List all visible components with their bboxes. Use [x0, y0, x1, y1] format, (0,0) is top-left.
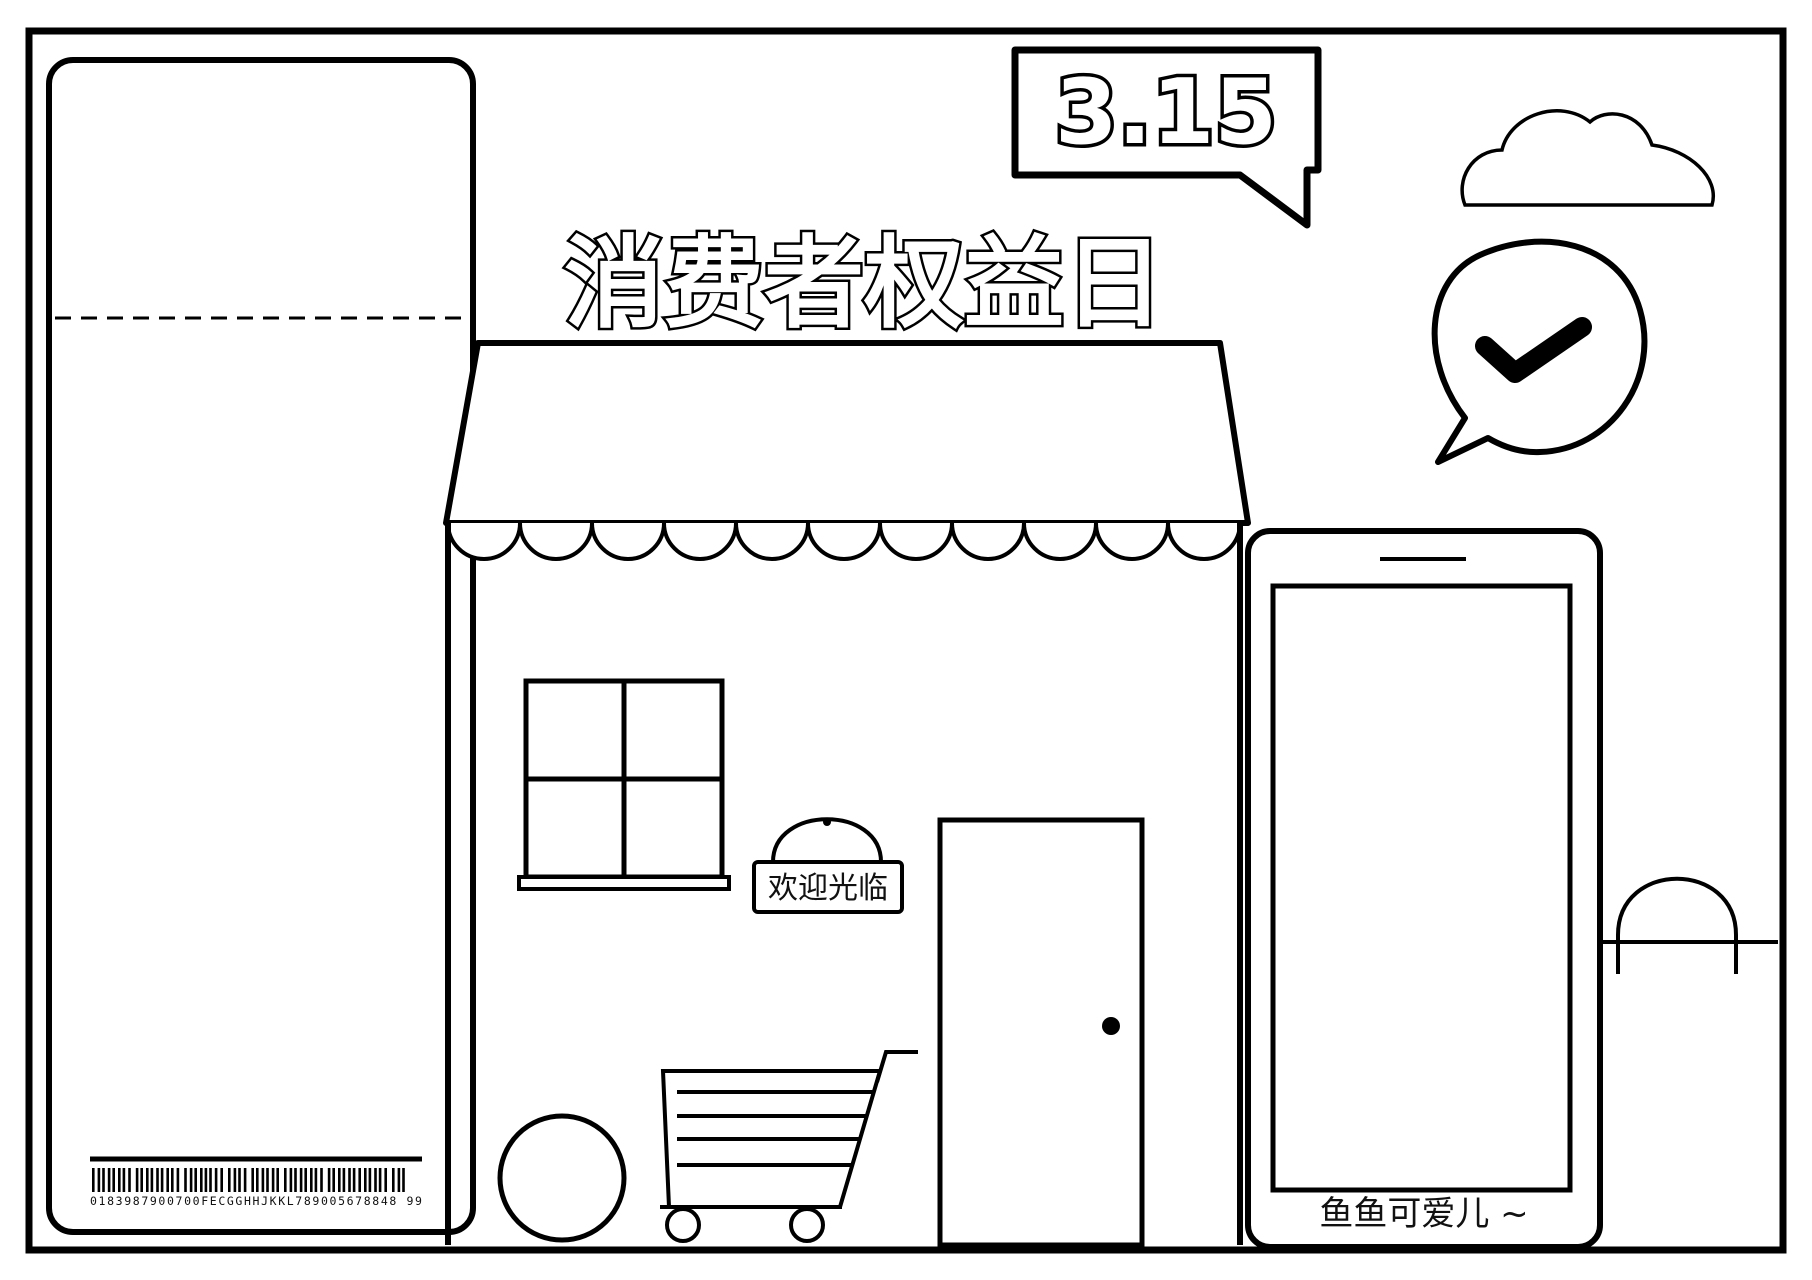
- shop: 欢迎光临: [443, 340, 1251, 1248]
- phone-screen: [1270, 583, 1573, 1193]
- barcode-icon: 0183987900700FECGGHHJKKL789005678848 99: [90, 1156, 422, 1208]
- left-panel: 0183987900700FECGGHHJKKL789005678848 99: [46, 57, 476, 1235]
- awning: [443, 340, 1251, 526]
- phone-icon: 鱼鱼可爱儿 ~: [1245, 528, 1603, 1250]
- title-badge: 3.15: [1011, 46, 1322, 229]
- door-icon: [937, 817, 1145, 1248]
- awning-scallops: [446, 522, 1242, 561]
- outer-border: [25, 27, 1787, 1254]
- headline: 消费者权益日: [564, 225, 1164, 342]
- barcode-digits: 0183987900700FECGGHHJKKL789005678848 99: [90, 1194, 422, 1208]
- shopping-bag-icon: [1600, 876, 1778, 974]
- ball-icon: [497, 1113, 627, 1243]
- cloud-icon: [1460, 109, 1716, 207]
- phone-caption: 鱼鱼可爱儿 ~: [1319, 1194, 1528, 1234]
- door-knob: [1102, 1017, 1120, 1035]
- welcome-sign: 欢迎光临: [752, 817, 904, 914]
- check-bubble-icon: [1431, 238, 1648, 465]
- title-badge-text: 3.15: [1055, 60, 1277, 165]
- speech-bubble-icon: [1011, 46, 1322, 229]
- shopping-cart-icon: [660, 1050, 918, 1243]
- check-mark-icon: [1475, 317, 1592, 383]
- welcome-sign-text: 欢迎光临: [768, 871, 888, 906]
- window-icon: [517, 678, 731, 891]
